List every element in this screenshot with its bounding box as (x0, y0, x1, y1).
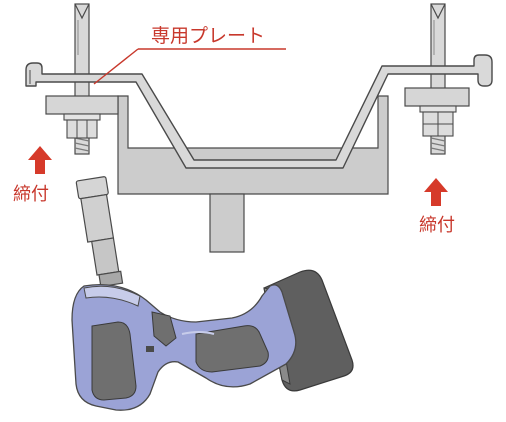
up-arrow-icon (424, 178, 448, 206)
wrench-body (71, 283, 297, 411)
special-plate (25, 54, 493, 169)
right-tighten-indicator: 締付 (419, 178, 455, 236)
wrench-socket (75, 176, 124, 288)
right-nut (419, 105, 457, 137)
up-arrow-icon (28, 146, 52, 174)
impact-wrench (71, 176, 354, 411)
tighten-label-right: 締付 (419, 215, 455, 236)
left-tighten-indicator: 締付 (13, 146, 52, 205)
right-spacer-block (404, 87, 470, 107)
plate-callout: 専用プレート (93, 25, 286, 85)
tighten-label-left: 締付 (13, 184, 49, 205)
plate-label: 専用プレート (151, 25, 265, 47)
plate-leader-pointer (93, 48, 139, 85)
left-spacer-block (45, 95, 119, 115)
left-nut (63, 113, 101, 139)
mounting-bracket (117, 95, 389, 253)
